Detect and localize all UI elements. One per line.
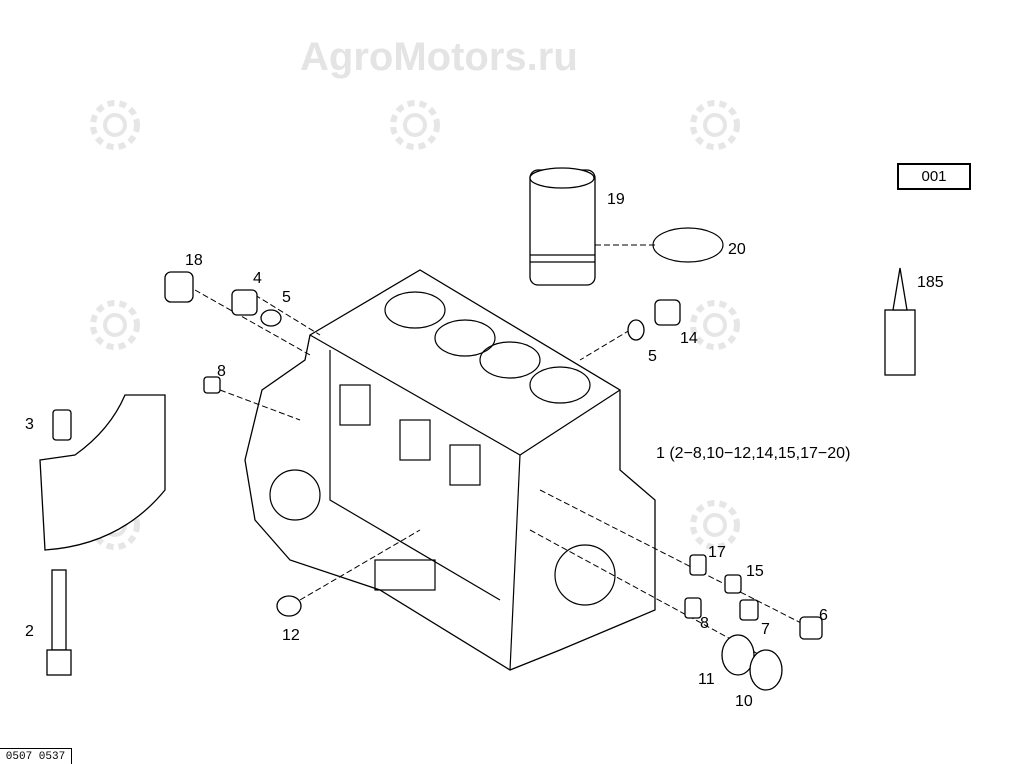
callout-10: 10 [735,693,753,710]
watermark-gear-icon [690,100,740,150]
leader-lines [194,244,806,656]
callout-11: 11 [698,671,715,688]
reference-box: 001 [897,163,971,190]
parts [39,167,916,691]
engine-block [244,269,656,671]
callout-18: 18 [185,252,203,269]
callout-2: 2 [25,623,34,640]
callout-5: 5 [282,289,291,306]
callouts: 18 4 5 19 20 185 14 5 8 3 2 12 17 15 8 7… [25,191,944,710]
page-code: 0507 0537 [0,748,72,764]
callout-15: 15 [746,563,764,580]
callout-7: 7 [761,621,770,638]
callout-6: 6 [819,607,828,624]
watermark-gear-icon [690,500,740,550]
callout-12: 12 [282,627,300,644]
callout-8: 8 [217,363,226,380]
watermark-gear-icon [690,300,740,350]
callout-19: 19 [607,191,625,208]
callout-8: 8 [700,615,709,632]
callout-20: 20 [728,241,746,258]
callout-185: 185 [917,274,944,291]
callout-17: 17 [708,544,726,561]
callout-3: 3 [25,416,34,433]
watermark-text: AgroMotors.ru [300,35,578,79]
watermark-gear-icon [90,300,140,350]
callout-5: 5 [648,348,657,365]
watermark-gear-icon [390,100,440,150]
watermark-gear-icon [90,100,140,150]
assembly-note: 1 (2−8,10−12,14,15,17−20) [656,445,850,462]
callout-4: 4 [253,270,262,287]
callout-14: 14 [680,330,698,347]
